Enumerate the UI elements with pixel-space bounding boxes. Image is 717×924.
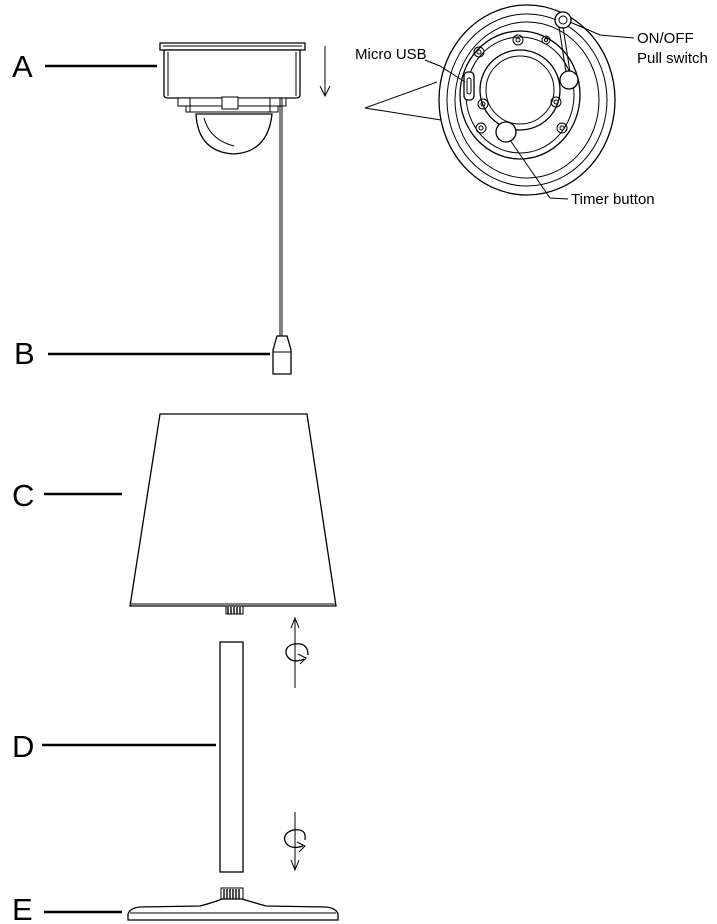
timer-button-leader: [509, 139, 569, 200]
pull-switch-label: Pull switch: [637, 50, 708, 67]
on-off-leader: [569, 21, 635, 39]
part-letter-a: A: [12, 49, 33, 84]
micro-usb-label: Micro USB: [355, 46, 427, 63]
part-letter-b: B: [14, 336, 35, 371]
twist-arrow-lower: [283, 812, 306, 872]
callout-micro-usb: Micro USB: [355, 46, 466, 83]
lamp-shade: [129, 413, 337, 615]
callout-timer-button: Timer button: [509, 139, 655, 208]
part-letter-d: D: [12, 729, 34, 764]
on-off-label: ON/OFF: [637, 30, 694, 47]
lamp-base: [127, 887, 339, 921]
lamp-head-side-view: [159, 42, 331, 336]
part-letter-c: C: [12, 478, 34, 513]
pull-cord-weight: [272, 335, 292, 375]
part-label-d: D: [12, 729, 216, 764]
callout-on-off: ON/OFF Pull switch: [569, 21, 708, 67]
lamp-head-bottom-detail: [364, 4, 616, 196]
part-label-a: A: [12, 49, 157, 84]
part-label-b: B: [14, 336, 270, 371]
timer-button-label: Timer button: [571, 191, 655, 208]
micro-usb-leader: [424, 59, 466, 83]
part-letter-e: E: [12, 892, 33, 924]
part-label-e: E: [12, 892, 122, 924]
lamp-stem: [219, 641, 244, 873]
twist-arrow-upper: [285, 616, 309, 688]
part-label-c: C: [12, 478, 122, 513]
